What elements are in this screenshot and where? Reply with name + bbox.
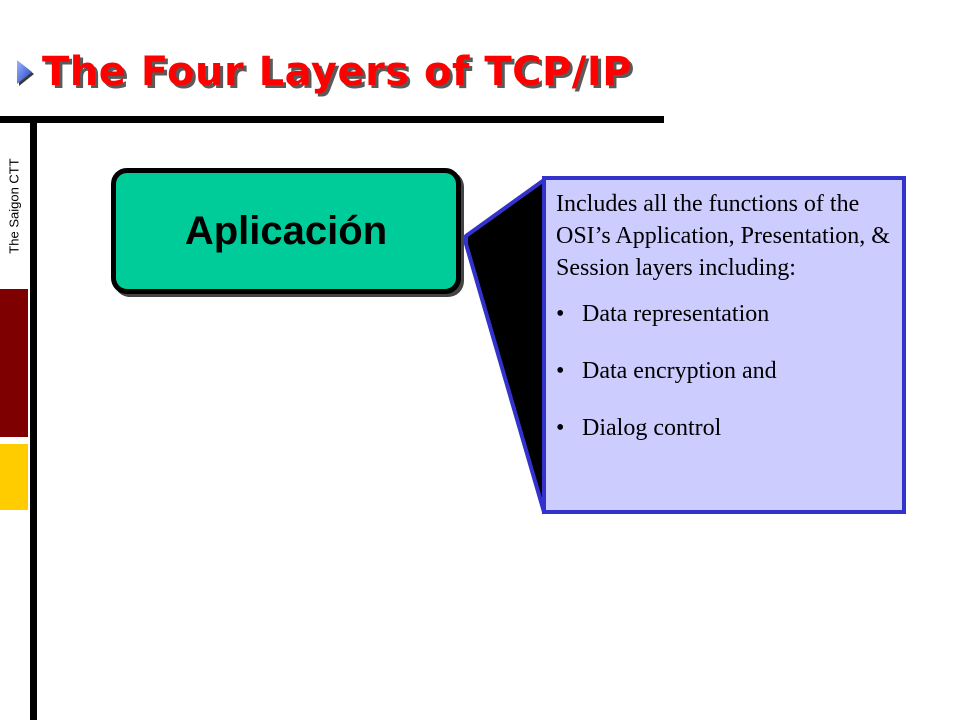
description-box: Includes all the functions of the OSI’s …: [542, 176, 906, 514]
side-block-yellow: [0, 444, 28, 510]
bullet-dot: •: [556, 358, 565, 384]
list-item: • Data representation: [556, 298, 892, 330]
list-item-text: Data encryption and: [582, 358, 777, 384]
side-block-red: [0, 289, 28, 437]
bullet-dot: •: [556, 301, 565, 327]
triangle-bullet-icon: [17, 60, 34, 86]
list-item: • Data encryption and: [556, 355, 892, 387]
layer-box: Aplicación: [111, 168, 461, 294]
title-row: The Four Layers of TCP/IP: [12, 44, 632, 100]
title-divider: [0, 116, 664, 123]
layer-label: Aplicación: [184, 208, 388, 253]
list-item-text: Data representation: [582, 301, 770, 327]
side-divider: [30, 123, 37, 720]
list-item-text: Dialog control: [582, 415, 722, 441]
bullet-dot: •: [556, 415, 565, 441]
page-title: The Four Layers of TCP/IP: [42, 49, 633, 95]
description-list: • Data representation • Data encryption …: [556, 298, 892, 444]
list-item: • Dialog control: [556, 412, 892, 444]
description-intro: Includes all the functions of the OSI’s …: [556, 191, 890, 281]
